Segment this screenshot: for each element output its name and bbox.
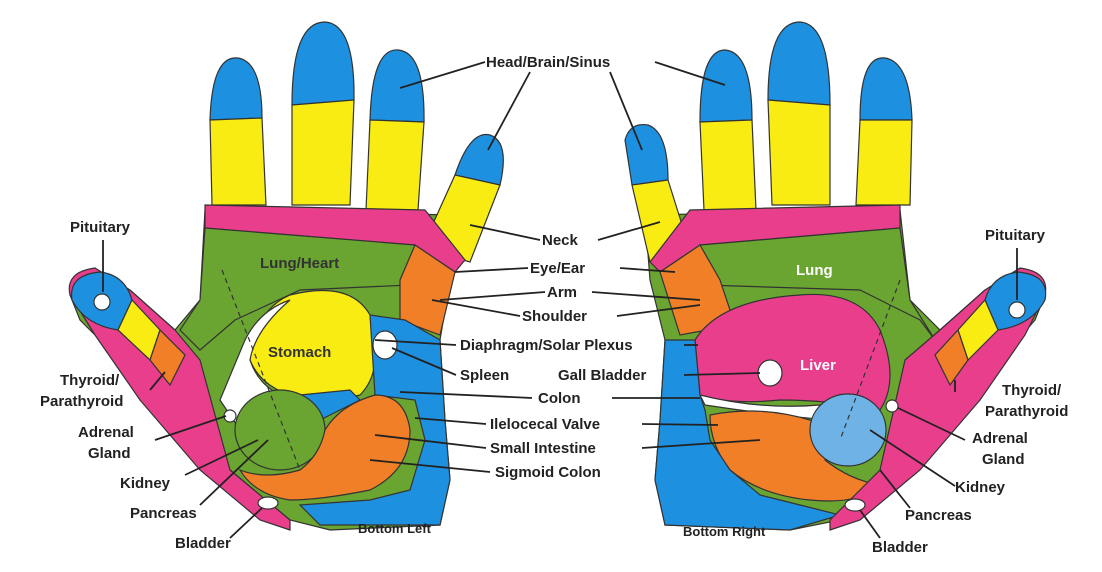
label-head-brain-sinus: Head/Brain/Sinus <box>486 54 610 71</box>
left-pinky-tip <box>210 58 262 120</box>
label-thyroid-left-1: Thyroid/ <box>60 372 120 389</box>
label-pancreas-left: Pancreas <box>130 505 197 522</box>
label-thyroid-right-2: Parathyroid <box>985 403 1068 420</box>
right-pinky-mid <box>856 120 912 205</box>
right-middle-mid <box>700 120 756 210</box>
label-bladder-left: Bladder <box>175 535 231 552</box>
label-diaphragm: Diaphragm/Solar Plexus <box>460 337 633 354</box>
zone-label-lung: Lung <box>796 262 833 279</box>
right-gall-bladder-dot <box>758 360 782 386</box>
label-eye-ear: Eye/Ear <box>530 260 585 277</box>
label-sigmoid-colon: Sigmoid Colon <box>495 464 601 481</box>
label-adrenal-left-1: Adrenal <box>78 424 134 441</box>
right-index-tip <box>625 125 668 185</box>
label-small-intestine: Small Intestine <box>490 440 596 457</box>
label-adrenal-left-2: Gland <box>88 445 131 462</box>
right-ring-mid <box>768 100 830 205</box>
left-middle-tip <box>370 50 424 122</box>
label-colon: Colon <box>538 390 581 407</box>
right-bladder-dot <box>845 499 865 511</box>
label-arm: Arm <box>547 284 577 301</box>
right-kidney-zone <box>810 394 886 466</box>
left-pituitary-dot <box>94 294 110 310</box>
label-kidney-right: Kidney <box>955 479 1006 496</box>
label-bladder-right: Bladder <box>872 539 928 556</box>
left-ring-mid <box>292 100 354 205</box>
label-pituitary-left: Pituitary <box>70 219 131 236</box>
left-middle-mid <box>366 120 424 210</box>
label-pituitary-right: Pituitary <box>985 227 1046 244</box>
zone-label-stomach: Stomach <box>268 344 331 361</box>
right-adrenal-dot <box>886 400 898 412</box>
label-adrenal-right-2: Gland <box>982 451 1025 468</box>
right-ring-tip <box>768 22 830 105</box>
label-thyroid-right-1: Thyroid/ <box>1002 382 1062 399</box>
left-ring-tip <box>292 22 354 105</box>
left-spleen-dot <box>373 331 397 359</box>
label-pancreas-right: Pancreas <box>905 507 972 524</box>
label-ileocecal: Ilelocecal Valve <box>490 416 600 433</box>
label-spleen: Spleen <box>460 367 509 384</box>
label-gall-bladder: Gall Bladder <box>558 367 647 384</box>
right-middle-tip <box>700 50 752 122</box>
label-shoulder: Shoulder <box>522 308 587 325</box>
left-hand: Lung/Heart Stomach <box>69 22 503 530</box>
left-pinky-mid <box>210 118 266 205</box>
label-kidney-left: Kidney <box>120 475 171 492</box>
label-adrenal-right-1: Adrenal <box>972 430 1028 447</box>
label-bottom-right: Bottom Right <box>683 524 766 539</box>
right-pituitary-dot <box>1009 302 1025 318</box>
left-bladder-dot <box>258 497 278 509</box>
label-bottom-left: Bottom Left <box>358 521 432 536</box>
zone-label-liver: Liver <box>800 357 836 374</box>
label-thyroid-left-2: Parathyroid <box>40 393 123 410</box>
label-neck: Neck <box>542 232 579 249</box>
right-pinky-tip <box>860 58 912 120</box>
zone-label-lung-heart: Lung/Heart <box>260 255 339 272</box>
